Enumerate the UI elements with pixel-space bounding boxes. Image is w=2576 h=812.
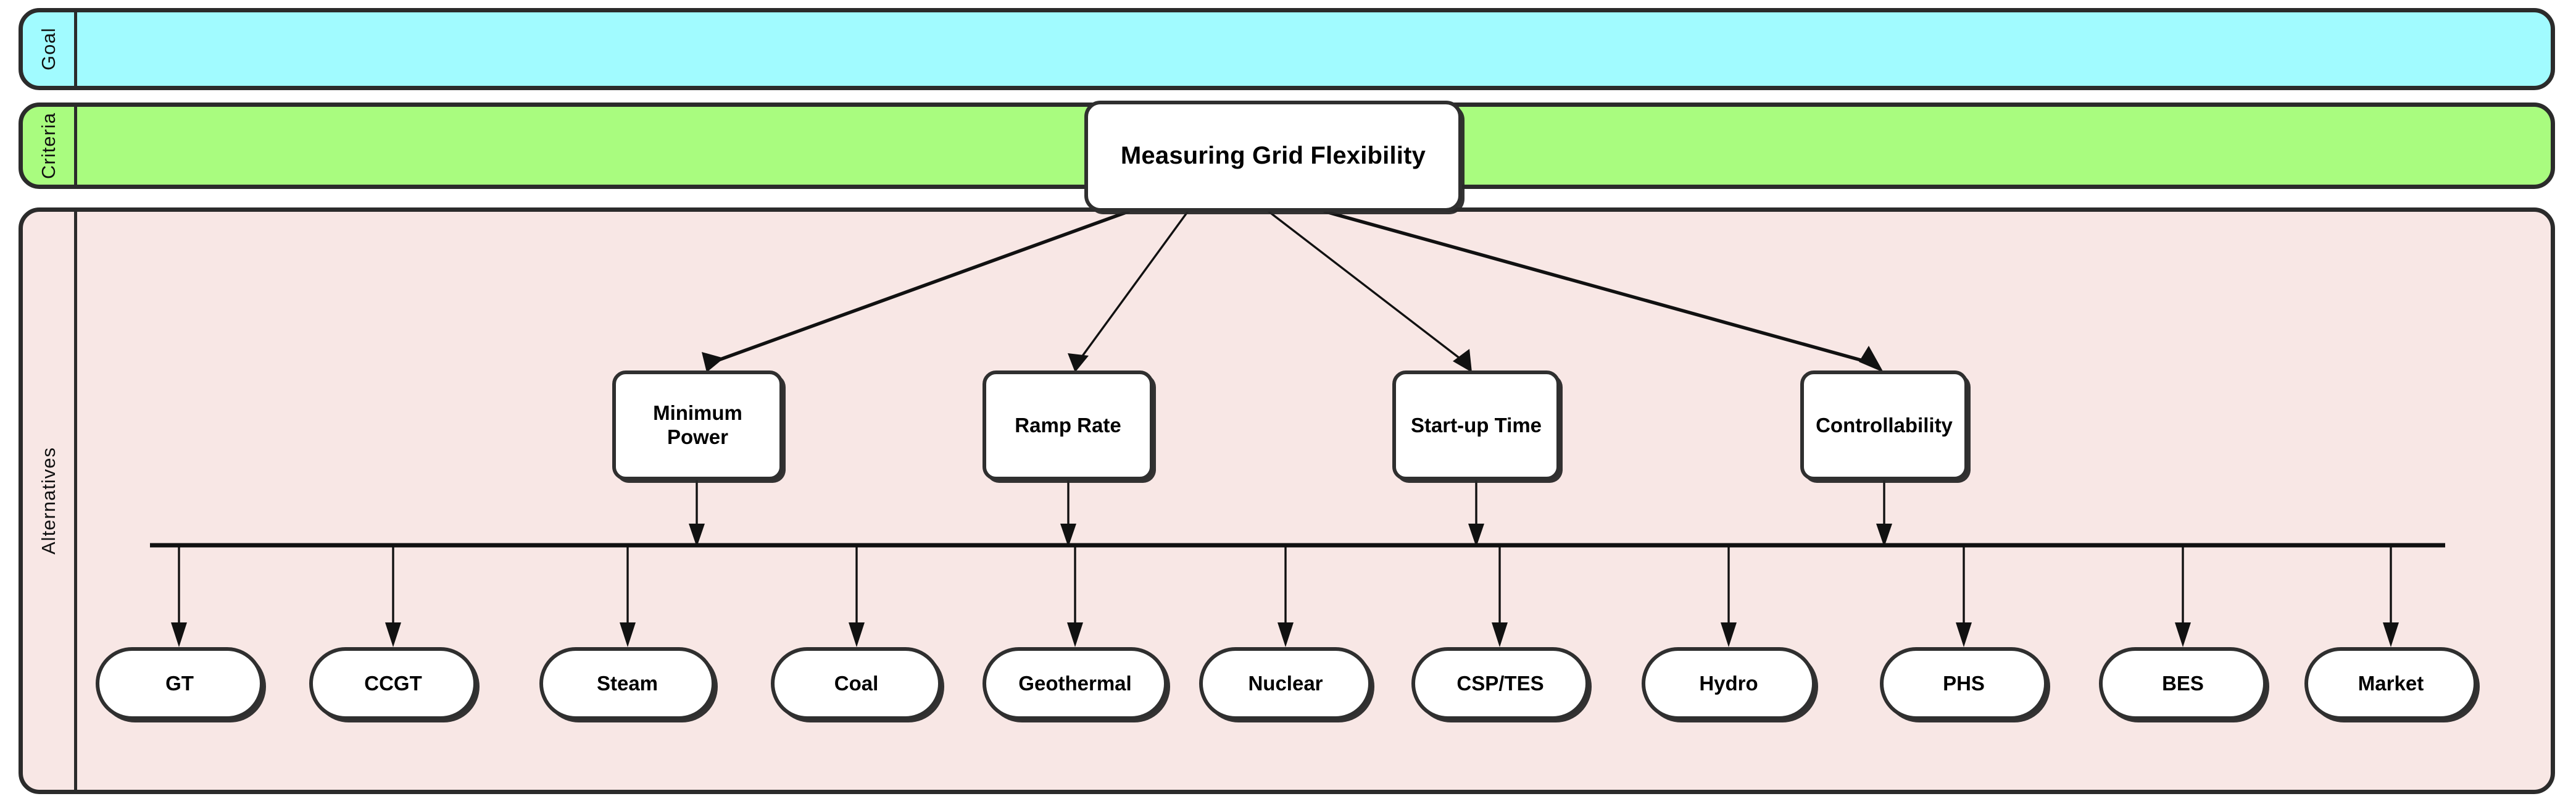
alternative-node-coal[interactable]: Coal	[771, 647, 942, 720]
alternative-node-ccgt[interactable]: CCGT	[309, 647, 477, 720]
band-criteria-divider	[74, 104, 77, 187]
alternative-node-csp-tes[interactable]: CSP/TES	[1411, 647, 1589, 720]
criteria-node-minimum-power[interactable]: Minimum Power	[612, 370, 783, 480]
alternative-node-geothermal[interactable]: Geothermal	[983, 647, 1168, 720]
band-goal-label: Goal	[38, 27, 59, 71]
criteria-node-startup-time[interactable]: Start-up Time	[1392, 370, 1560, 480]
goal-node-measuring-grid-flexibility[interactable]: Measuring Grid Flexibility	[1084, 101, 1462, 212]
alternative-node-bes[interactable]: BES	[2099, 647, 2267, 720]
criteria-node-ramp-rate[interactable]: Ramp Rate	[983, 370, 1153, 480]
alternative-node-market[interactable]: Market	[2304, 647, 2477, 720]
alternative-node-phs[interactable]: PHS	[1880, 647, 2048, 720]
band-criteria-label: Criteria	[38, 112, 59, 179]
band-goal	[19, 8, 2555, 90]
band-alternatives-divider	[74, 209, 77, 792]
alternative-node-hydro[interactable]: Hydro	[1642, 647, 1816, 720]
alternative-node-gt[interactable]: GT	[96, 647, 264, 720]
band-goal-divider	[74, 10, 77, 88]
alternative-node-steam[interactable]: Steam	[539, 647, 715, 720]
criteria-node-controllability[interactable]: Controllability	[1800, 370, 1968, 480]
alternative-node-nuclear[interactable]: Nuclear	[1199, 647, 1372, 720]
band-alternatives-label: Alternatives	[38, 447, 59, 555]
